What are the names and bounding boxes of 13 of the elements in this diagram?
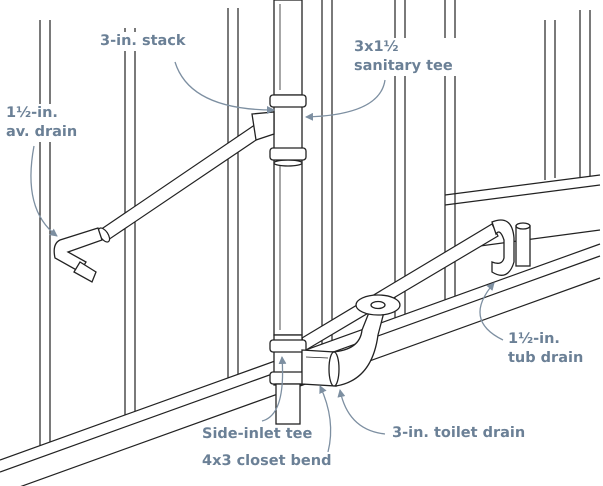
leader-line [305,80,386,121]
leader-line [174,62,275,114]
pipe-fitting-drawing [269,334,307,425]
leader-line [479,282,504,341]
pipe-fitting-drawing [491,219,531,276]
pipe-fitting-drawing [251,94,307,161]
leader-line [30,146,58,237]
leader-line [338,389,386,435]
leader-line [262,356,286,422]
pipe-fitting-drawing [301,349,340,387]
pipe-fitting-drawing [54,227,103,283]
callout-label: 3x1½ sanitary tee [352,38,456,76]
leader-line [319,385,332,452]
